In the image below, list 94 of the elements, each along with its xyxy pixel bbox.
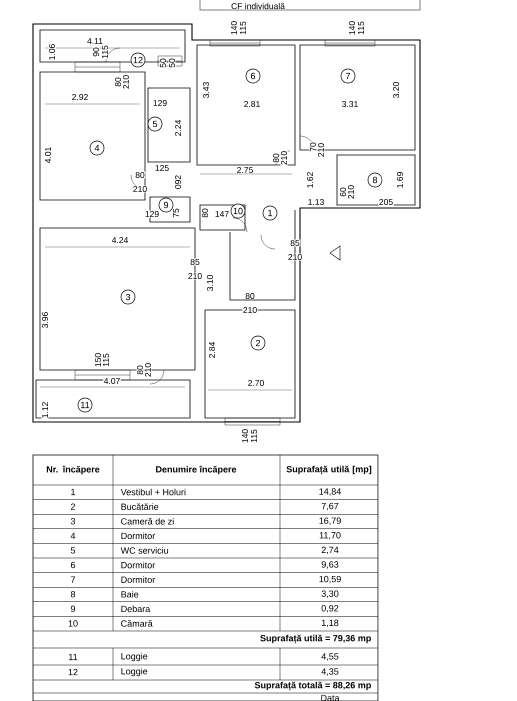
dimension-label: 210 [187, 272, 203, 280]
dimension-label: 140 [242, 428, 248, 444]
table-cell: 0,92 [322, 605, 338, 613]
dimension-label: 210 [144, 362, 152, 378]
table-cell: 6 [70, 562, 76, 568]
dimension-label: 2.92 [71, 94, 89, 100]
dimension-label: 50 [160, 58, 166, 68]
dimension-label: 115 [358, 20, 364, 36]
table-cell: Denumire încăpere [156, 466, 236, 474]
dimension-label: 150 [94, 352, 102, 368]
dimension-label: 70 [310, 142, 317, 152]
dimension-label: 1.13 [307, 198, 325, 206]
dimension-label: 210 [280, 150, 288, 166]
dimension-label: 3.10 [206, 274, 214, 292]
dimension-label: 80 [114, 76, 122, 88]
dimension-label: 205 [378, 198, 394, 206]
table-cell: Suprafață totală = 88,26 mp [254, 682, 371, 690]
dimension-label: 80 [134, 172, 146, 178]
table-cell: Vestibul + Holuri [120, 488, 186, 496]
table-cell: Loggie [121, 668, 148, 676]
dimension-label: 3.20 [392, 81, 400, 99]
table-cell: 8 [70, 591, 76, 598]
dimension-label: 80 [244, 292, 256, 300]
table-cell: 4,55 [321, 653, 338, 661]
dimension-label: 1.06 [48, 43, 56, 61]
dimension-label: 4.01 [44, 146, 52, 164]
table-cell: 7 [70, 576, 76, 583]
table-cell: 9,63 [322, 561, 338, 569]
dimension-label: 3.96 [42, 311, 48, 329]
dimension-label: 80 [202, 208, 209, 218]
table-cell: 5 [70, 547, 76, 554]
dimension-label: 115 [250, 428, 258, 444]
dimension-label: 85 [190, 258, 200, 266]
dimension-label: 60 [340, 186, 346, 198]
dimension-label: 115 [240, 20, 246, 36]
dimension-label: 1.12 [42, 401, 48, 419]
dimension-label: 90 [92, 46, 100, 58]
dimension-label: 147 [214, 210, 230, 218]
dimension-label: 3.43 [202, 81, 210, 99]
dimension-label: 85 [290, 240, 300, 246]
table-cell: Dormitor [121, 532, 156, 540]
dimension-label: 125 [154, 164, 170, 172]
dimension-label: 80 [272, 152, 280, 164]
dimension-label: 210 [122, 74, 130, 90]
table-cell: 1 [71, 488, 76, 496]
dimension-label: 140 [230, 20, 238, 36]
table-cell: 2 [70, 503, 76, 510]
table-cell: 16,79 [319, 517, 341, 525]
table-cell: 2,74 [322, 546, 338, 554]
table-cell: 4,35 [321, 668, 338, 676]
table-cell: Cameră de zi [121, 518, 174, 525]
dimension-label: 210 [242, 306, 258, 314]
table-cell: Suprafață utilă [mp] [286, 466, 372, 474]
dimension-label: 210 [318, 142, 324, 158]
dimension-label: 210 [287, 254, 303, 261]
table-cell: Nr. încăpere [46, 466, 100, 474]
table-cell: Dormitor [121, 562, 156, 568]
table-cell: 10 [68, 620, 78, 627]
table-cell: WC serviciu [120, 547, 168, 554]
dimension-label: 129 [152, 100, 168, 106]
table-cell: Dormitor [121, 576, 156, 583]
dimension-label: 80 [136, 364, 144, 376]
dimension-label: 115 [102, 44, 108, 60]
table-cell: 4 [70, 532, 76, 539]
dimension-label: 1.62 [306, 171, 314, 189]
dimension-label: 129 [144, 210, 160, 218]
dimension-label: 210 [132, 186, 148, 193]
dimension-label: 4.24 [111, 236, 129, 244]
table-cell: Baie [121, 590, 138, 598]
table-cell: Cămară [121, 620, 153, 627]
dimension-label: 75 [172, 208, 180, 218]
table-cell: 7,67 [322, 502, 338, 510]
table-cell: 11,70 [320, 532, 341, 540]
table-cell: 11 [69, 654, 78, 660]
table-cell: Debara [121, 606, 150, 612]
table-cell: Suprafață utilă = 79,36 mp [260, 634, 371, 644]
table-cell: Data [321, 694, 340, 701]
dimension-label: 092 [174, 174, 182, 190]
header-text: CF individuală [230, 2, 286, 10]
dimension-label: 210 [348, 184, 354, 200]
dimension-label: 140 [348, 20, 356, 36]
table-cell: 14,84 [319, 488, 341, 496]
table-cell: 3,30 [322, 590, 338, 598]
dimension-label: 2.75 [236, 166, 254, 174]
table-cell: 1,18 [322, 620, 338, 628]
table-cell: 10,59 [319, 576, 341, 584]
dimension-label: 50 [168, 58, 176, 68]
table-cell: 9 [70, 606, 76, 612]
dimension-label: 115 [102, 352, 110, 368]
table-cell: 12 [68, 668, 78, 676]
table-cell: Loggie [121, 652, 148, 662]
table-cell: 3 [70, 518, 76, 524]
dimension-label: 2.84 [208, 341, 216, 359]
table-cell: Bucătărie [121, 503, 158, 510]
